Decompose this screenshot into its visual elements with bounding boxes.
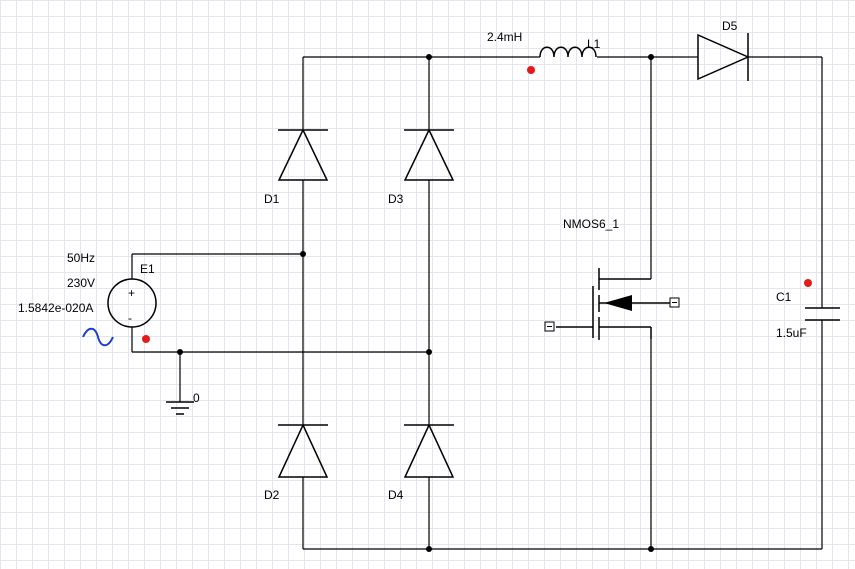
inductor-l1[interactable]: 2.4mH L1: [487, 30, 601, 74]
junction-dot: [426, 546, 432, 552]
nmos-ref-label: NMOS6_1: [563, 217, 619, 231]
source-current-label: 1.5842e-020A: [18, 301, 93, 315]
probe-icon[interactable]: [527, 66, 535, 74]
probe-icon[interactable]: [804, 279, 812, 287]
source-plus-sign: +: [128, 286, 135, 300]
ac-wave-icon: [82, 327, 114, 347]
inductor-value-label: 2.4mH: [487, 30, 522, 44]
diode-d1[interactable]: D1: [264, 128, 329, 206]
diode-icon: [403, 128, 455, 181]
source-ref-label: E1: [140, 262, 155, 276]
diode-d4-label: D4: [388, 488, 404, 502]
capacitor-c1[interactable]: C1 1.5uF: [776, 279, 840, 340]
diode-d2-label: D2: [264, 488, 280, 502]
diode-d1-label: D1: [264, 192, 280, 206]
inductor-icon: [539, 46, 597, 58]
diode-d4[interactable]: D4: [388, 423, 455, 502]
diode-d3[interactable]: D3: [388, 128, 455, 206]
diode-d3-label: D3: [388, 192, 404, 206]
wires: [131, 56, 823, 550]
source-frequency-label: 50Hz: [67, 251, 95, 265]
probe-icon[interactable]: [142, 335, 150, 343]
diode-icon: [277, 423, 329, 478]
diode-icon: [277, 128, 329, 181]
voltage-source-icon: [107, 278, 157, 328]
junctions: [177, 54, 654, 552]
ground-label: 0: [193, 391, 200, 405]
inductor-ref-label: L1: [587, 37, 601, 51]
diode-icon: [697, 33, 750, 81]
junction-dot: [426, 54, 432, 60]
junction-dot: [648, 546, 654, 552]
diode-d5-label: D5: [722, 19, 738, 33]
source-amplitude-label: 230V: [67, 276, 95, 290]
capacitor-ref-label: C1: [776, 290, 792, 304]
ground-symbol[interactable]: 0: [166, 391, 200, 415]
nmos-icon: [604, 295, 632, 311]
voltage-source-e1[interactable]: + - E1 50Hz 230V 1.5842e-020A: [18, 251, 157, 347]
junction-dot: [177, 349, 183, 355]
source-minus-sign: -: [128, 311, 132, 325]
junction-dot: [426, 349, 432, 355]
junction-dot: [648, 54, 654, 60]
nmos-switch[interactable]: NMOS6_1: [544, 217, 680, 340]
junction-dot: [300, 251, 306, 257]
diode-icon: [403, 423, 455, 478]
diode-d2[interactable]: D2: [264, 423, 329, 502]
diode-d5[interactable]: D5: [683, 19, 750, 81]
capacitor-value-label: 1.5uF: [776, 326, 807, 340]
